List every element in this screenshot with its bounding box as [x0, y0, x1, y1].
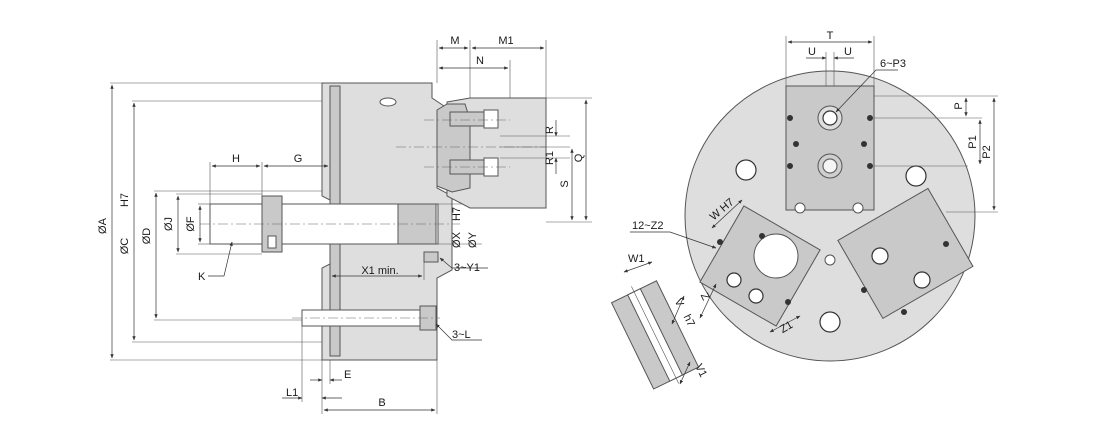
top-jaw: [785, 85, 875, 211]
jaw-bolt-head-top: [483, 109, 499, 129]
dim-h-label: H: [232, 153, 240, 165]
dim-n-label: N: [476, 55, 484, 67]
dim-u1-label: U: [808, 46, 816, 58]
dim-p-label: P: [953, 102, 965, 109]
dim-l-label: 3~L: [452, 329, 471, 341]
dim-c-tolerance: H7: [119, 193, 131, 207]
dim-b-label: B: [378, 397, 385, 409]
dim-z-label: Z: [698, 291, 712, 303]
dim-j-label: ØJ: [163, 217, 175, 231]
front-view: T U U 6~P3 P P1 P2 W H7 12~Z2 W1 V h7: [610, 30, 998, 390]
dim-p1-label: P1: [967, 135, 979, 148]
top-jaw-hole-1: [822, 110, 838, 126]
dim-x-label: ØX: [451, 231, 463, 248]
jaw-side-detail: [610, 280, 700, 390]
right-jaw-hole-1: [871, 247, 889, 265]
screw-y1: [423, 251, 439, 263]
left-jaw-hole-2: [748, 288, 764, 304]
dim-y1-label: 3~Y1: [454, 262, 480, 274]
dim-m-label: M: [450, 35, 459, 47]
dim-z1-label: Z1: [778, 319, 795, 336]
right-jaw: [837, 187, 974, 320]
set-screw: [267, 235, 277, 249]
dim-d-label: ØD: [141, 228, 153, 245]
oil-hole: [379, 97, 397, 107]
dim-e-label: E: [344, 369, 351, 381]
dim-s-label: S: [559, 180, 571, 187]
dim-f-label: ØF: [185, 216, 197, 232]
dim-y-label: ØY: [467, 231, 479, 248]
face-bolt-2: [905, 165, 927, 187]
dim-v1-label: V1: [692, 362, 709, 379]
face-bolt-3: [819, 311, 841, 333]
right-jaw-hole-2: [913, 271, 931, 289]
top-jaw-hole-2: [822, 158, 838, 174]
face-bolt-1: [735, 159, 757, 181]
dim-x1-label: X1 min.: [361, 265, 398, 277]
dim-r1-label: R1: [544, 151, 556, 165]
dim-t-label: T: [827, 30, 834, 42]
dim-m1-label: M1: [498, 35, 513, 47]
dim-a-label: ØA: [97, 217, 109, 234]
dim-c-label: ØC: [119, 238, 131, 255]
jaw-bolt-top: [449, 111, 485, 127]
dim-g-label: G: [294, 153, 303, 165]
dim-z2-label: 12~Z2: [632, 220, 664, 232]
dim-h7-v-label: h7: [681, 313, 697, 329]
dim-p2-label: P2: [981, 145, 993, 158]
dim-h7-label: H7: [451, 207, 463, 221]
left-jaw-boss: [753, 233, 799, 279]
left-jaw-hole-1: [726, 272, 742, 288]
dim-w1-label: W1: [628, 253, 645, 265]
dim-r-label: R: [544, 126, 556, 134]
top-jaw-hole-ring: [817, 153, 843, 179]
side-view: ØA ØC H7 ØD ØJ ØF H G H7 ØX ØY K X1 min.…: [97, 35, 592, 414]
dim-p3-label: 6~P3: [880, 58, 906, 70]
dim-k-label: K: [198, 271, 206, 283]
dim-q-label: Q: [573, 153, 585, 162]
dim-l1-label: L1: [286, 387, 298, 399]
dim-u2-label: U: [844, 46, 852, 58]
